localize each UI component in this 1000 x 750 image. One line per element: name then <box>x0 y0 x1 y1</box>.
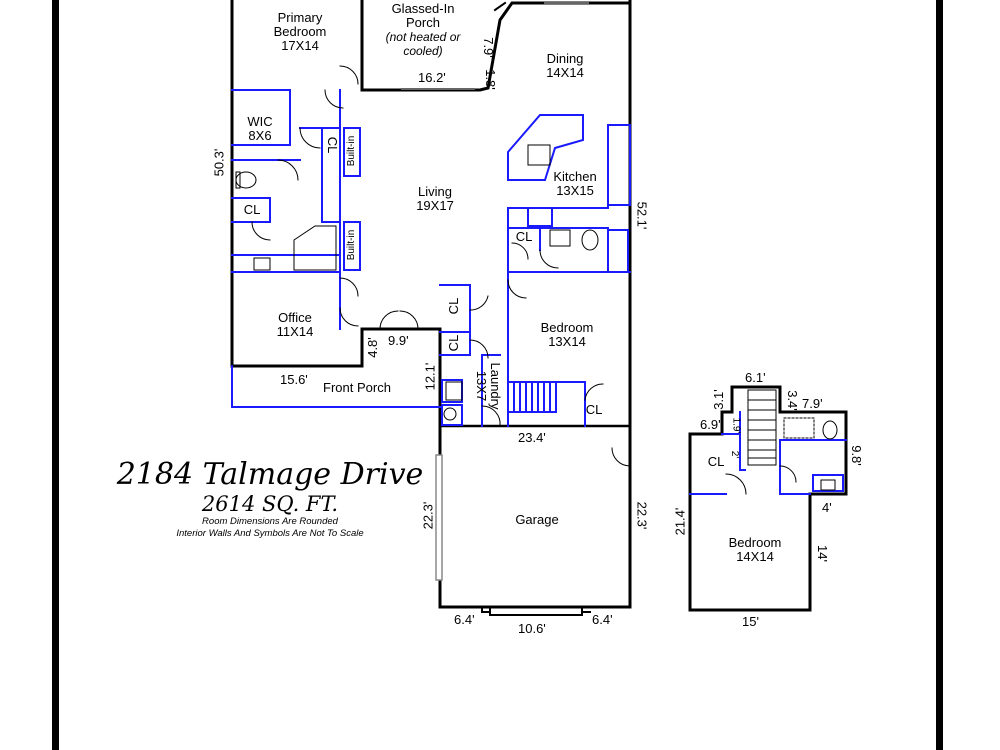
square-footage: 2614 SQ. FT. <box>201 492 339 516</box>
dim-1-8: 1.8' <box>482 69 498 90</box>
dim-7-9-porch: 7.9' <box>480 37 496 58</box>
upper-stairs <box>725 389 838 495</box>
room-primary-bedroom: Primary Bedroom 17X14 <box>255 11 345 53</box>
dim-3-1: 3.1' <box>710 389 726 410</box>
closet-label: CL <box>585 402 603 417</box>
dim-3-4: 3.4' <box>784 390 800 411</box>
room-size: 11X14 <box>276 324 314 339</box>
closet-label: CL <box>243 202 261 217</box>
frame-right-bar <box>936 0 943 750</box>
garage-notches <box>481 606 591 616</box>
room-front-porch: Front Porch <box>312 381 402 395</box>
room-label: Laundry <box>488 362 503 410</box>
room-label: Porch <box>406 15 440 30</box>
dim-6-4-right: 6.4' <box>592 612 613 627</box>
note-scale: Interior Walls And Symbols Are Not To Sc… <box>176 528 364 539</box>
dim-9-8: 9.8' <box>848 445 864 466</box>
room-label: WIC <box>247 114 273 129</box>
dim-7-9-upper: 7.9' <box>802 396 823 411</box>
room-label: Office <box>278 310 312 325</box>
room-label: Kitchen <box>553 169 597 184</box>
dim-50-3: 50.3' <box>211 148 227 177</box>
room-label: Bedroom <box>273 24 327 39</box>
closet-label: CL <box>446 297 461 315</box>
dim-15: 15' <box>742 614 759 629</box>
room-garage: Garage <box>492 513 582 527</box>
room-label: Glassed-In <box>391 1 455 16</box>
room-office: Office 11X14 <box>250 311 340 339</box>
room-glassed-porch: Glassed-In Porch (not heated or cooled) <box>368 1 478 59</box>
garage-side-window <box>435 454 443 581</box>
room-size: 14X14 <box>736 549 774 564</box>
room-size: 13X7 <box>474 370 489 402</box>
dim-4: 4' <box>822 500 832 515</box>
dim-23-4: 23.4' <box>518 430 546 445</box>
room-label: Bedroom <box>540 320 594 335</box>
room-label: Bedroom <box>728 535 782 550</box>
dim-2: 2' <box>729 450 741 459</box>
room-size: 14X14 <box>546 65 584 80</box>
room-note: (not heated or <box>385 30 461 44</box>
interior-walls <box>231 89 631 427</box>
room-dining: Dining 14X14 <box>520 52 610 80</box>
room-size: 17X14 <box>281 38 319 53</box>
closet-label: CL <box>446 334 461 352</box>
closet-label: CL <box>515 229 533 244</box>
dim-6-9: 6.9' <box>700 417 721 432</box>
dim-6-4-left: 6.4' <box>454 612 475 627</box>
title-block: 2184 Talmage Drive 2614 SQ. FT. Room Dim… <box>110 458 430 540</box>
upper-interior-walls <box>689 411 847 495</box>
dim-52-1: 52.1' <box>634 201 650 230</box>
room-label: Garage <box>515 512 559 527</box>
porch-windows <box>401 2 589 90</box>
dim-12-1: 12.1' <box>422 362 438 391</box>
room-bedroom-upper: Bedroom 14X14 <box>710 536 800 564</box>
dim-15-6: 15.6' <box>280 372 308 387</box>
room-size: 13X14 <box>548 334 586 349</box>
builtin-label: Built-in <box>346 135 357 167</box>
dim-4-8: 4.8' <box>364 337 380 358</box>
room-label: Living <box>418 184 452 199</box>
closet-label: CL <box>325 136 340 154</box>
dim-14: 14' <box>814 545 830 562</box>
dim-10-6: 10.6' <box>518 621 546 636</box>
dim-22-3-right: 22.3' <box>634 501 650 530</box>
dim-1-9: 1.9' <box>730 417 742 434</box>
door-swings <box>251 65 631 467</box>
fixtures <box>235 144 599 421</box>
property-address: 2184 Talmage Drive <box>116 457 424 492</box>
note-rounded: Room Dimensions Are Rounded <box>202 516 338 527</box>
room-label: Front Porch <box>323 380 391 395</box>
dim-6-1: 6.1' <box>745 370 766 385</box>
room-label: Dining <box>546 51 584 66</box>
room-note: cooled) <box>403 44 443 58</box>
room-living: Living 19X17 <box>390 185 480 213</box>
room-label: Primary <box>277 10 323 25</box>
upper-exterior-walls <box>688 385 848 612</box>
room-bedroom-main: Bedroom 13X14 <box>522 321 612 349</box>
dim-9-9: 9.9' <box>388 333 409 348</box>
closet-label: CL <box>707 454 725 469</box>
frame-left-bar <box>52 0 59 750</box>
builtin-label: Built-in <box>346 229 357 261</box>
exterior-walls <box>230 0 632 609</box>
room-kitchen: Kitchen 13X15 <box>530 170 620 198</box>
room-size: 19X17 <box>416 198 454 213</box>
dim-16-2: 16.2' <box>418 70 446 85</box>
room-laundry: Laundry 13X7 <box>474 356 503 416</box>
dim-21-4: 21.4' <box>672 507 688 536</box>
room-wic: WIC 8X6 <box>235 115 285 143</box>
room-size: 13X15 <box>556 183 594 198</box>
room-size: 8X6 <box>248 128 272 143</box>
